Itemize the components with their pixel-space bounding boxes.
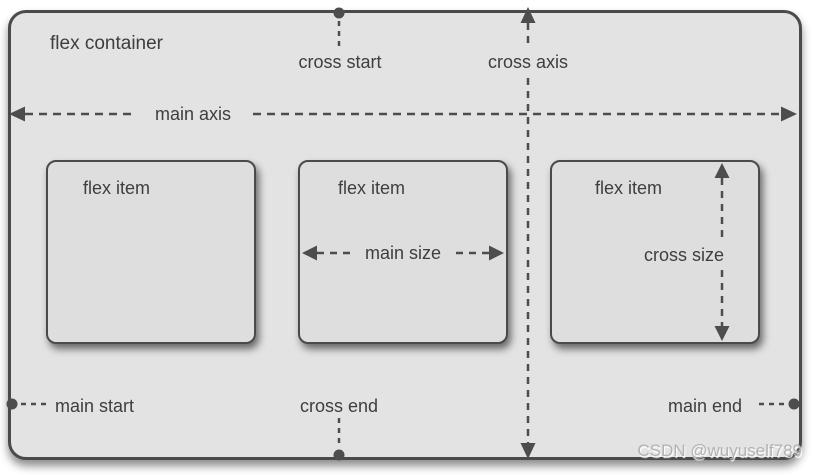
cross-end-label: cross end: [299, 396, 379, 416]
main-axis-label: main axis: [154, 104, 232, 124]
flex-item-label-3: flex item: [595, 178, 663, 198]
main-size-label: main size: [364, 243, 442, 263]
cross-axis-label: cross axis: [487, 52, 569, 72]
main-start-label: main start: [55, 396, 135, 416]
flex-item-box-3: [550, 160, 760, 344]
csdn-watermark: CSDN @wuyuself789: [637, 441, 802, 460]
flex-container-label: flex container: [50, 33, 164, 54]
flex-item-label-2: flex item: [338, 178, 406, 198]
cross-start-label: cross start: [298, 52, 382, 72]
main-end-label: main end: [667, 396, 743, 416]
cross-size-label: cross size: [643, 245, 725, 265]
flex-item-box-1: [46, 160, 256, 344]
flex-item-label-1: flex item: [83, 178, 151, 198]
